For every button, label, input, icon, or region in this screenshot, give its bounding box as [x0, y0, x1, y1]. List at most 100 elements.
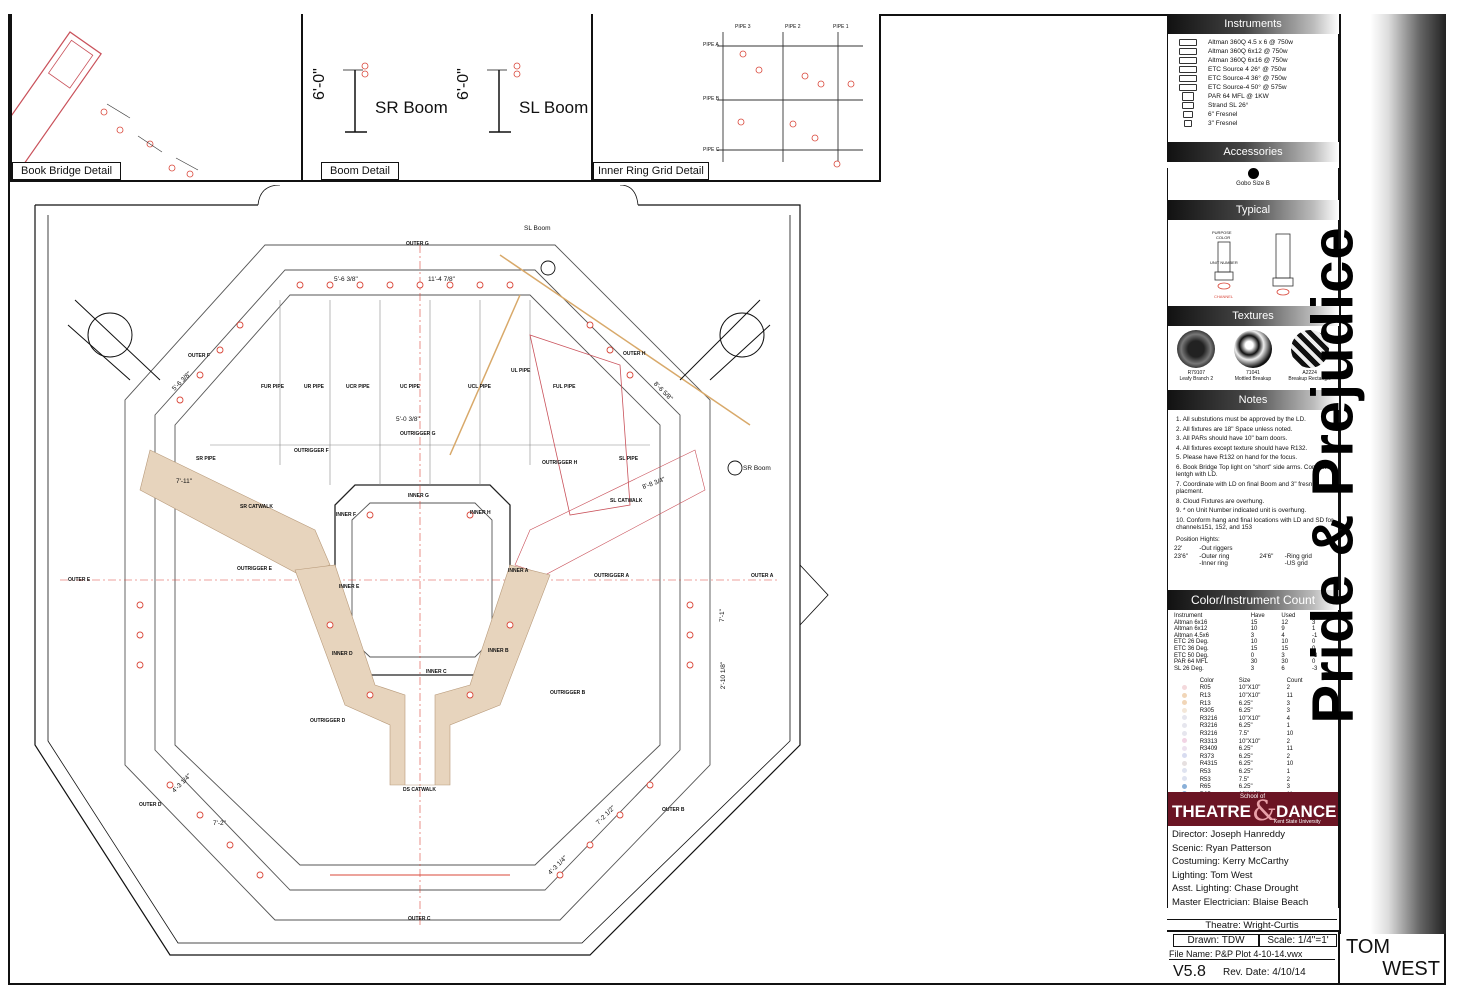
outrigger-h-label: OUTRIGGER H [542, 460, 578, 466]
count-header: Color/Instrument Count [1167, 590, 1339, 610]
note-item: 7. Coordinate with LD on final Boom and … [1176, 480, 1318, 496]
instrument-row: 6" Fresnel [1168, 110, 1338, 119]
inner-c-label: INNER C [426, 669, 447, 675]
instrument-row: ETC Source 4 26° @ 750w [1168, 65, 1338, 74]
dim-8: 7'-1" [718, 609, 726, 622]
outrigger-f-label: OUTRIGGER F [294, 448, 329, 454]
typical-unit-label: UNIT NUMBER [1210, 260, 1238, 265]
inner-a-label: INNER A [508, 568, 529, 574]
sl-catwalk-label: SL CATWALK [610, 498, 643, 504]
boom-detail-label: Boom Detail [321, 162, 399, 180]
note-item: 3. All PARs should have 10" barn doors. [1176, 435, 1288, 442]
title-strip [1339, 14, 1446, 934]
instrument-row: Strand SL 26° [1168, 101, 1338, 110]
outrigger-e-label: OUTRIGGER E [237, 566, 273, 572]
pipe-1-label: PIPE 1 [833, 24, 849, 30]
color-swatch-icon [1182, 753, 1187, 759]
dim-1: 5'-6 3/8" [334, 276, 358, 283]
book-bridge-label: Book Bridge Detail [12, 162, 122, 180]
sr-boom-label: SR Boom [375, 98, 448, 117]
sr-boom-height: 6'-0" [311, 68, 328, 100]
note-item: 8. Cloud Fixtures are overhung. [1176, 497, 1265, 505]
inner-b-label: INNER B [488, 648, 509, 654]
inner-ring-label: Inner Ring Grid Detail [593, 162, 709, 180]
instruments-header: Instruments [1167, 14, 1339, 34]
accessories-header: Accessories [1167, 142, 1339, 162]
color-swatch-icon [1182, 745, 1187, 751]
source-four-icon [1168, 84, 1208, 91]
ds-catwalk-label: DS CATWALK [403, 787, 436, 793]
school-logo: School of THEATRE & DANCE Kent State Uni… [1167, 792, 1339, 827]
drawn-label: Drawn: TDW [1173, 934, 1259, 947]
typical-section: PURPOSE COLOR UNIT NUMBER CHANNEL [1167, 220, 1339, 306]
note-item: 6. Book Bridge Top light on "short" side… [1176, 463, 1326, 479]
inner-g-label: INNER G [408, 493, 429, 499]
instrument-row: ETC Source-4 36° @ 750w [1168, 74, 1338, 83]
color-swatch-icon [1182, 715, 1187, 721]
note-item: 10. Conform hang and final locations wit… [1176, 516, 1334, 532]
director-credit: Director: Joseph Hanreddy [1172, 829, 1285, 840]
version-label: V5.8 [1173, 963, 1206, 980]
ucr-pipe-label: UCR PIPE [346, 384, 370, 390]
pipe-a-label: PIPE A [703, 42, 719, 48]
outrigger-a-label: OUTRIGGER A [594, 573, 630, 579]
outer-g-label: OUTER G [406, 241, 429, 247]
ul-pipe-label: UL PIPE [511, 368, 531, 374]
note-item: 5. Please have R132 on hand for the focu… [1176, 454, 1298, 461]
instrument-row: 3" Fresnel [1168, 119, 1338, 128]
sl-pipe-label: SL PIPE [619, 456, 639, 462]
color-swatch-icon [1182, 760, 1187, 766]
asst-lighting-credit: Asst. Lighting: Chase Drought [1172, 883, 1299, 894]
typical-header: Typical [1167, 200, 1339, 220]
color-swatch-icon [1182, 707, 1187, 713]
typical-fixture-drawing [1214, 233, 1294, 296]
uc-pipe-label: UC PIPE [400, 384, 421, 390]
accessories-section: Gobo Size B [1167, 168, 1339, 200]
source-four-icon [1168, 66, 1208, 73]
outer-f-label: OUTER F [188, 353, 210, 359]
sl-boom-plan-label: SL Boom [524, 225, 551, 232]
note-item: 9. * on Unit Number indicated unit is ov… [1176, 507, 1307, 514]
note-item: 4. All fixtures except texture should ha… [1176, 444, 1308, 452]
typical-color-label: COLOR [1216, 235, 1231, 240]
sl-boom-label: SL Boom [519, 98, 589, 117]
legend-panel: Instruments Altman 360Q 4.5 x 6 @ 750w A… [1167, 14, 1339, 908]
outer-a-label: OUTER A [751, 573, 774, 579]
position-heights-title: Position Hights: [1176, 535, 1220, 543]
note-item: 2. All fixtures are 18" Space unless not… [1176, 425, 1293, 433]
rectangle-gobo-icon [1290, 330, 1329, 368]
pipe-c-label: PIPE C [703, 147, 720, 153]
instrument-row: PAR 64 MFL @ 1KW [1168, 92, 1338, 101]
par-can-icon [1168, 92, 1208, 101]
boom-drawing [343, 62, 521, 133]
color-swatch-icon [1182, 768, 1187, 774]
outrigger-d-label: OUTRIGGER D [310, 718, 346, 724]
outer-c-label: OUTER C [408, 916, 431, 922]
gobo-label: Gobo Size B [1236, 181, 1270, 187]
texture-item: A2224 Breakup Rectangle [1284, 330, 1336, 390]
inner-ring-detail: PIPE 3 PIPE 2 PIPE 1 PIPE A PIPE B PIPE … [591, 14, 881, 182]
sl-boom-height: 6'-0" [455, 68, 472, 100]
ellipsoidal-icon [1168, 39, 1208, 46]
color-swatch-icon [1182, 722, 1187, 728]
note-item: 1. All substutions must be approved by t… [1176, 416, 1306, 423]
dim-4: 5'-0 3/8" [396, 416, 420, 423]
master-electrician-credit: Master Electrician: Blaise Beach [1172, 896, 1309, 908]
outer-h-label: OUTER H [623, 351, 646, 357]
typical-channel-label: CHANNEL [1214, 294, 1234, 299]
notes-header: Notes [1167, 390, 1339, 410]
sr-boom-plan-label: SR Boom [743, 465, 771, 472]
instrument-row: ETC Source-4 50° @ 575w [1168, 83, 1338, 92]
color-swatch-icon [1182, 730, 1187, 736]
outer-b-label: OUTER B [662, 807, 685, 813]
